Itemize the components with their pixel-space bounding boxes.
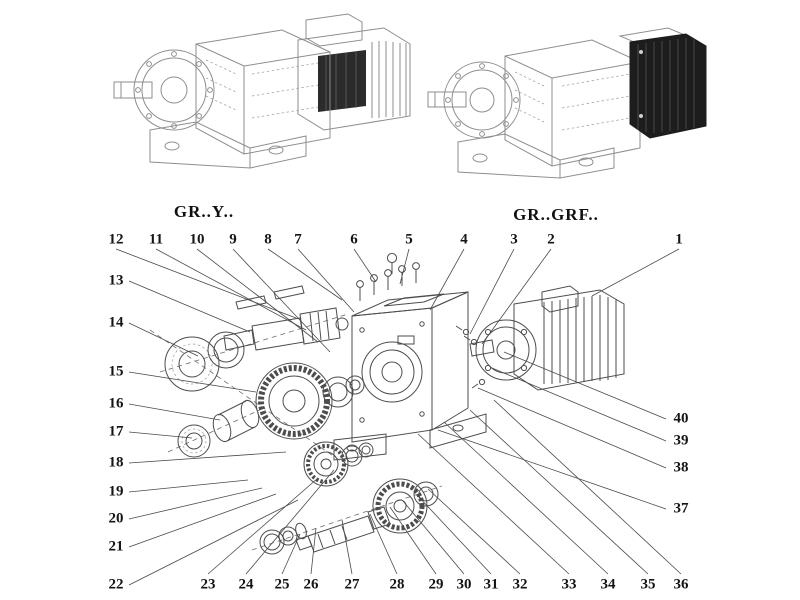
alignment-axes: [149, 313, 443, 551]
callout-number: 36: [674, 576, 690, 592]
callout-number: 23: [201, 576, 216, 592]
callout-number: 6: [350, 231, 358, 247]
assembled-view-gr-y: [113, 13, 411, 169]
callout-number: 3: [510, 231, 518, 247]
leader-line: [491, 367, 667, 442]
callout-number: 15: [109, 363, 124, 379]
callout-number: 2: [547, 231, 555, 247]
top-bolts: [356, 252, 420, 301]
callout-number: 25: [275, 576, 290, 592]
output-shaft-parts: [259, 478, 439, 555]
callout-number: 19: [109, 483, 124, 499]
leader-line: [477, 387, 667, 469]
leader-line: [115, 248, 297, 319]
callout-number: 16: [109, 395, 125, 411]
leader-line: [128, 371, 257, 393]
leader-lines: [115, 248, 682, 586]
leader-line: [369, 513, 398, 575]
callout-number: 24: [239, 576, 255, 592]
leader-line: [128, 479, 249, 493]
callout-number: 20: [109, 510, 124, 526]
callout-number: 35: [641, 576, 656, 592]
gear-housing: [333, 291, 487, 461]
leader-line: [297, 248, 355, 313]
pinion-cluster: [303, 441, 374, 487]
callout-number: 8: [264, 231, 272, 247]
leader-line: [503, 351, 667, 420]
callout-number: 9: [229, 231, 237, 247]
leader-line: [128, 403, 221, 421]
exploded-view: [149, 252, 625, 555]
title-gr-y: GR..Y..: [174, 202, 234, 221]
callout-number: 39: [674, 432, 689, 448]
callout-number: 11: [149, 231, 163, 247]
leader-line: [469, 248, 515, 335]
callout-number: 1: [675, 231, 683, 247]
callout-number: 5: [405, 231, 413, 247]
leader-line: [469, 409, 649, 575]
callout-number: 33: [562, 576, 577, 592]
leader-line: [232, 248, 331, 353]
leader-line: [207, 477, 319, 575]
large-gear: [255, 362, 365, 440]
leader-line: [389, 506, 437, 575]
leader-line: [310, 527, 317, 575]
callout-number: 10: [190, 231, 205, 247]
callout-number: 37: [674, 500, 690, 516]
callout-number: 18: [109, 454, 124, 470]
leader-line: [155, 248, 307, 331]
bearing-and-ring: [164, 331, 245, 392]
leader-line: [402, 500, 465, 575]
leader-line: [341, 519, 353, 575]
callout-number: 29: [429, 576, 444, 592]
callout-number: 27: [345, 576, 361, 592]
callout-number: 31: [484, 576, 499, 592]
callout-number: 30: [457, 576, 472, 592]
assembled-view-gr-grf: [427, 27, 707, 179]
callout-number: 34: [601, 576, 617, 592]
leader-line: [128, 499, 299, 586]
callout-number: 4: [460, 231, 468, 247]
leader-line: [267, 248, 343, 301]
leader-line: [128, 487, 263, 520]
callout-number: 40: [674, 410, 689, 426]
leader-line: [429, 248, 465, 311]
motor: [455, 285, 625, 391]
callout-number: 22: [109, 576, 124, 592]
leader-line: [591, 248, 680, 297]
leader-line: [437, 429, 667, 510]
leader-line: [281, 533, 301, 575]
callout-number: 14: [109, 314, 125, 330]
leader-line: [353, 248, 377, 283]
leader-line: [128, 451, 287, 464]
callout-number: 21: [109, 538, 124, 554]
leader-line: [399, 248, 410, 285]
dark-motor-block: [629, 33, 707, 139]
leader-line: [427, 488, 521, 575]
leader-line: [417, 433, 570, 575]
callout-number: 13: [109, 272, 124, 288]
leader-line: [128, 493, 277, 548]
input-shaft-parts: [223, 285, 349, 351]
callout-number: 17: [109, 423, 125, 439]
leader-line: [481, 248, 552, 345]
leader-line: [493, 399, 682, 575]
leader-line: [416, 494, 492, 575]
callout-number: 32: [513, 576, 528, 592]
callout-number: 28: [390, 576, 405, 592]
leader-line: [128, 322, 199, 357]
title-gr-grf: GR..GRF..: [513, 205, 599, 224]
leader-line: [196, 248, 319, 343]
sleeve-and-bearing: [177, 399, 260, 458]
callout-number: 7: [294, 231, 302, 247]
callout-number: 12: [109, 231, 124, 247]
leader-line: [128, 280, 251, 333]
leader-line: [245, 469, 335, 575]
leader-line: [443, 421, 609, 575]
callout-number: 26: [304, 576, 320, 592]
leader-line: [128, 431, 193, 439]
callout-number: 38: [674, 459, 689, 475]
